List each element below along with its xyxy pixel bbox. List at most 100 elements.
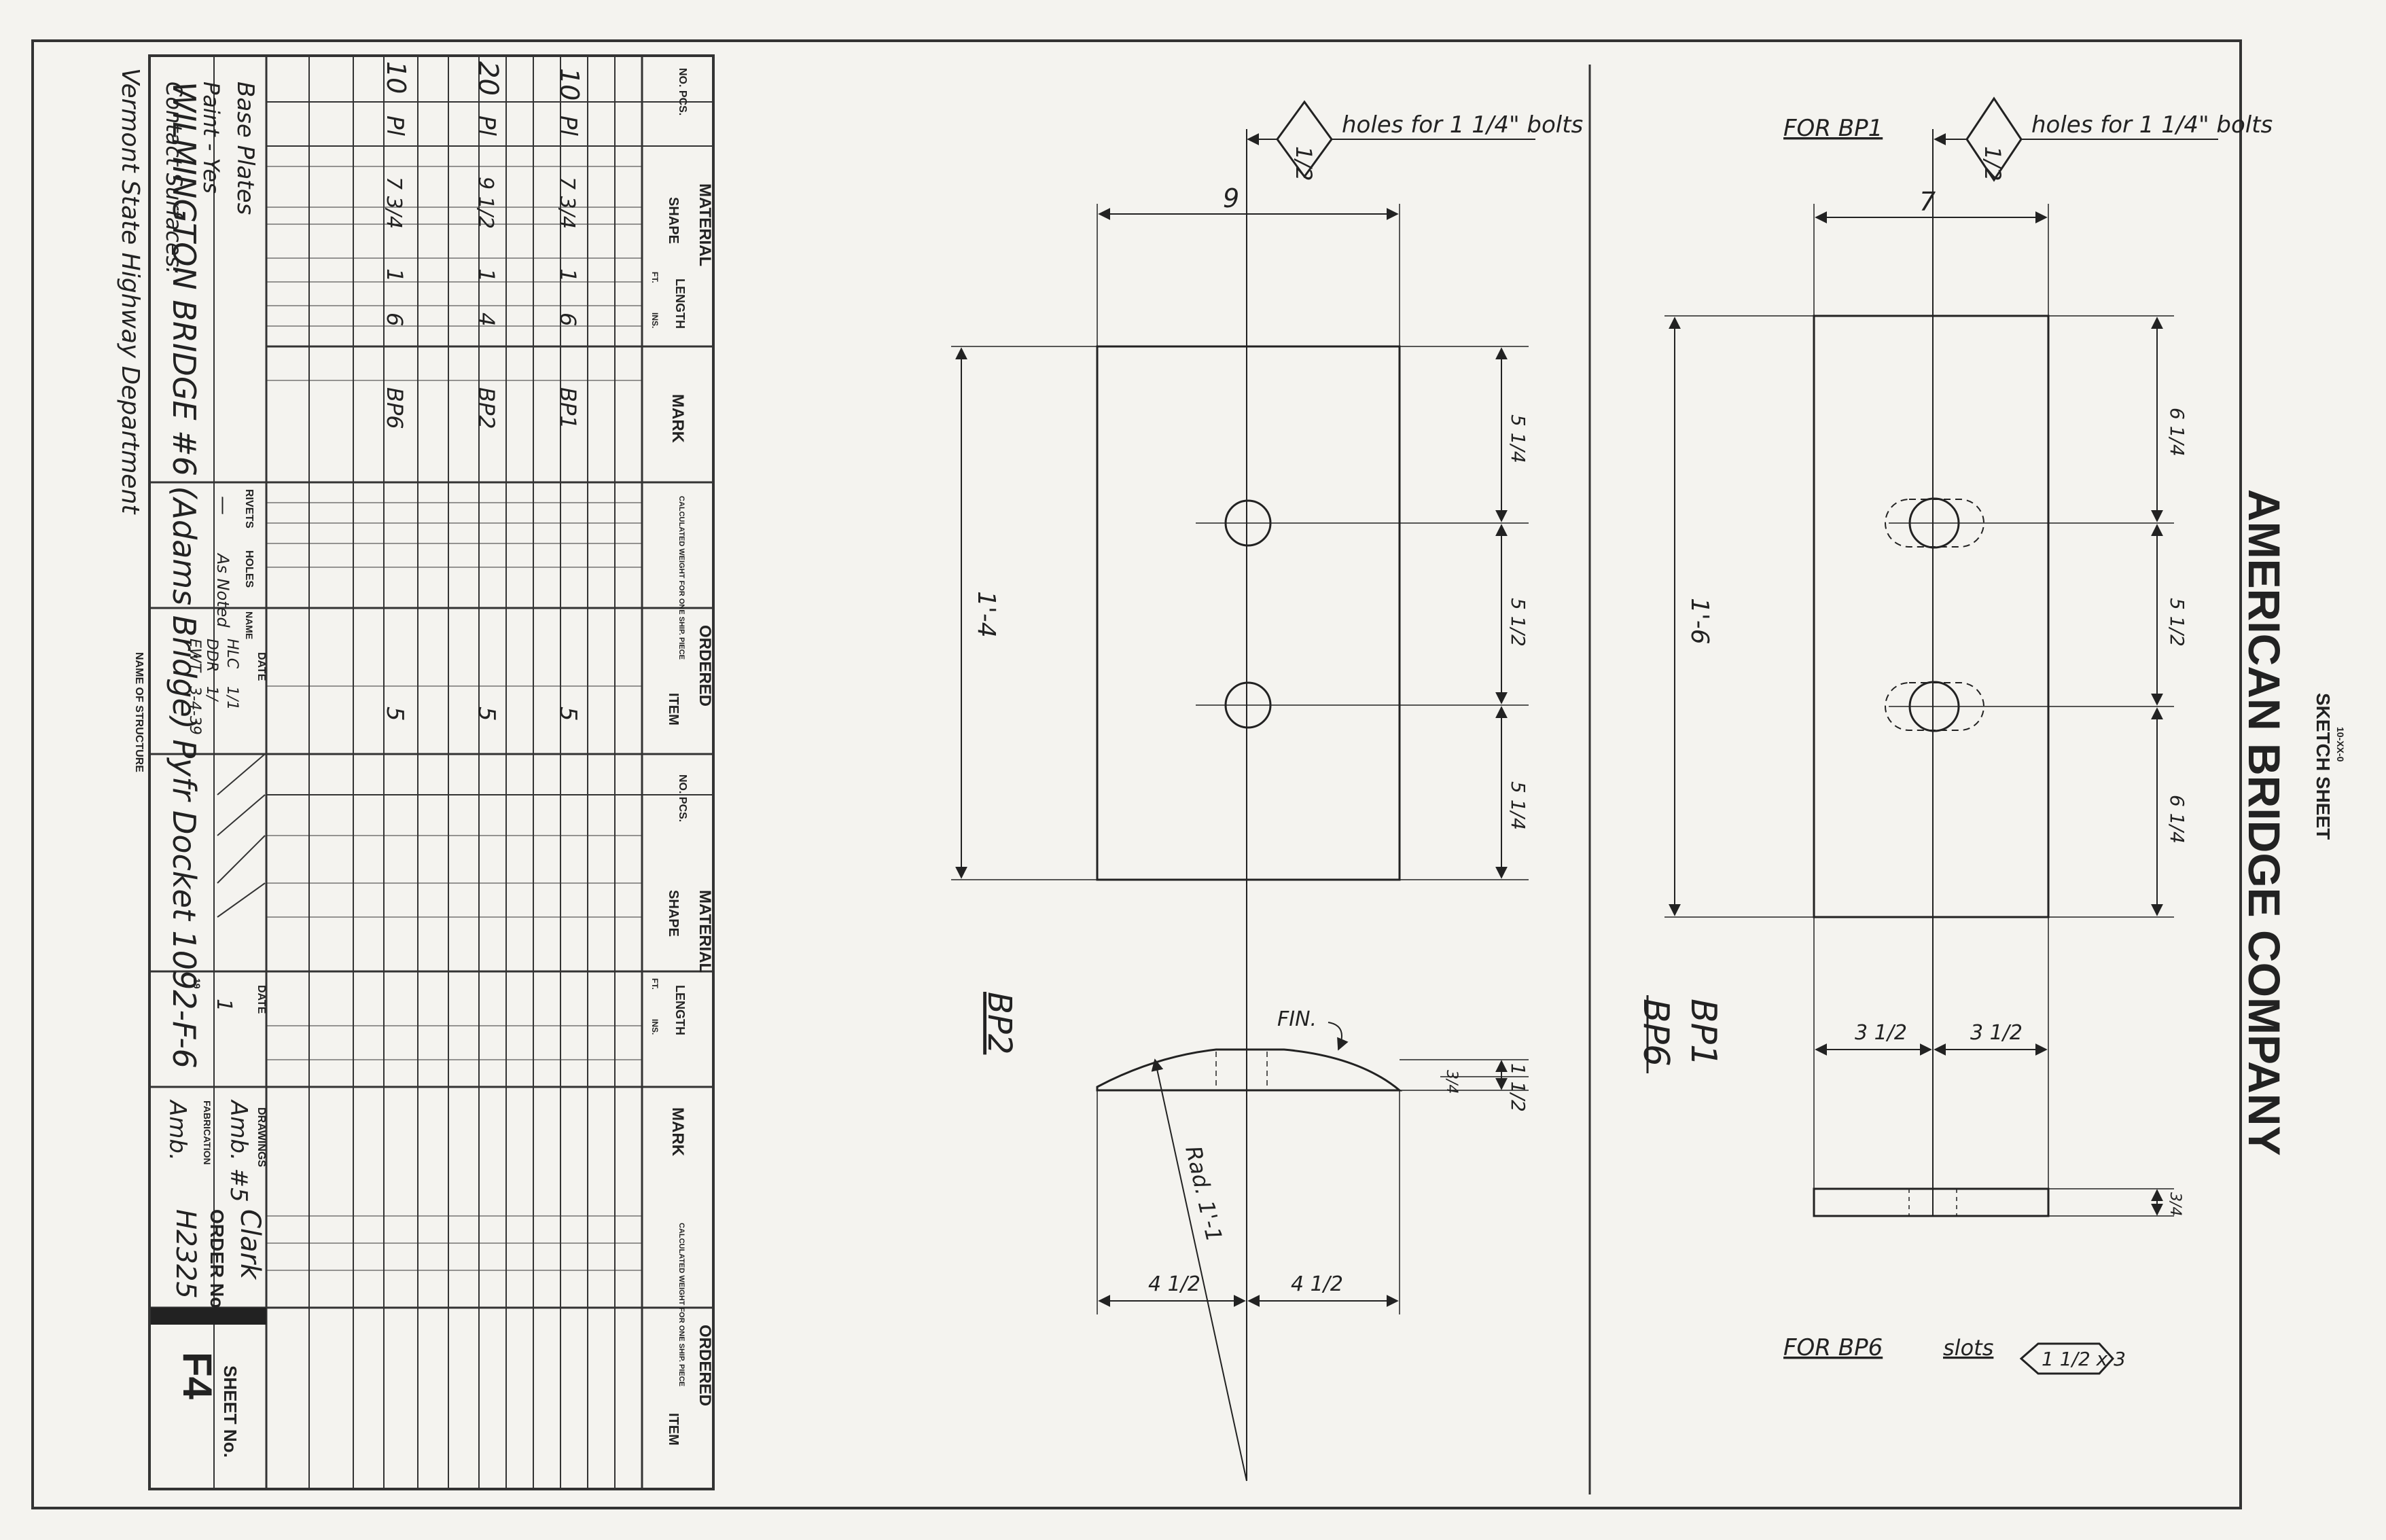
date-entry-1: 1/1 — [224, 686, 241, 710]
row1-item: 5 — [554, 706, 582, 721]
date-entry-3: 3-4-39 — [186, 686, 203, 735]
name-entry-2: DDR — [203, 639, 220, 672]
row2-shape: Pl — [473, 115, 500, 137]
bp2-plate-outline — [1096, 345, 1401, 881]
row1-ins: 6 — [555, 312, 581, 326]
bp2-spacing-2: 5 1/2 — [1507, 598, 1529, 647]
order-no: H2325 — [170, 1209, 201, 1299]
order-no-label: ORDER No. — [207, 1209, 228, 1314]
bp2-length-dim: 1'-4 — [972, 591, 1000, 638]
bp1-for-bp1: FOR BP1 — [1783, 115, 1883, 142]
bp6-slot-size: 1 1/2 x 3 — [2042, 1348, 2126, 1370]
holes-value: As Noted — [213, 552, 232, 628]
date-label: DATE — [255, 652, 267, 681]
row2-ins: 4 — [474, 312, 499, 326]
header-ft: FT. — [650, 272, 660, 283]
row1-pcs: 10 — [554, 68, 584, 101]
header-ordered-2: ORDERED — [696, 1325, 714, 1406]
bp1-drawing — [1664, 96, 2218, 1375]
name-entry-1: HLC — [224, 639, 241, 669]
name-date-marks — [217, 753, 266, 918]
bp2-spacing-1: 5 1/4 — [1507, 414, 1529, 463]
bp2-finish-note: FIN. — [1277, 1007, 1317, 1031]
bp1-spacing-3: 6 1/4 — [2166, 795, 2188, 844]
row3-ft: 1 — [382, 268, 408, 282]
bp2-holes-callout: 1/2 — [1291, 146, 1317, 181]
row3-item: 5 — [381, 706, 408, 721]
date-value: 1 — [212, 999, 236, 1011]
bp1-half-dim-1: 3 1/2 — [1855, 1021, 1907, 1045]
drawings-value: Amb. #5 — [225, 1099, 252, 1202]
bp2-drawing — [951, 100, 1535, 1482]
header-ft-2: FT. — [650, 978, 660, 990]
bp1-width-dim: 7 — [1919, 187, 1936, 217]
row1-mark: BP1 — [555, 387, 581, 429]
company-name: AMERICAN BRIDGE COMPANY — [2239, 489, 2290, 1156]
bp6-slot-2 — [1885, 682, 1984, 731]
header-calc-weight-2: CALCULATED WEIGHT FOR ONE SHIP. PIECE — [677, 1223, 685, 1386]
row1-width: 7 3/4 — [555, 177, 579, 229]
sheet-no-label: SHEET No. — [220, 1365, 241, 1458]
bp6-label: BP6 — [1635, 999, 1676, 1067]
row3-mark: BP6 — [382, 387, 408, 429]
bp1-spacing-2: 5 1/2 — [2166, 598, 2188, 647]
fabrication-label: FABRICATION — [202, 1100, 213, 1165]
department-name: Vermont State Highway Department — [116, 68, 144, 515]
note-base-plates: Base Plates — [232, 82, 259, 215]
bp1-length-dim: 1'-6 — [1686, 598, 1713, 645]
name-label: NAME — [244, 611, 255, 639]
header-item: ITEM — [666, 693, 681, 726]
contractor: Clark — [234, 1209, 266, 1281]
bp1-spacing-1: 6 1/4 — [2166, 408, 2188, 456]
rivets-label: RIVETS — [243, 489, 255, 529]
bp2-half-dim-1: 4 1/2 — [1148, 1272, 1200, 1296]
bp2-curved-section — [1096, 1048, 1403, 1092]
header-mark: MARK — [669, 394, 687, 444]
bp1-holes-callout: 1/2 — [1980, 146, 2006, 181]
bp2-label: BP2 — [980, 992, 1018, 1054]
row2-ft: 1 — [474, 268, 499, 282]
header-item-2: ITEM — [666, 1413, 681, 1446]
row1-ft: 1 — [555, 268, 581, 282]
bp1-drawing-text: FOR BP1 1/2 holes for 1 1/4" bolts 7 1'-… — [1635, 111, 2273, 1370]
holes-label: HOLES — [243, 550, 255, 588]
bp2-holes-note: holes for 1 1/4" bolts — [1342, 111, 1583, 139]
date-entry-2: 1/ — [203, 686, 220, 702]
bp2-half-dim-2: 4 1/2 — [1291, 1272, 1343, 1296]
header-material-2: MATERIAL — [696, 890, 714, 973]
bp1-holes-note: holes for 1 1/4" bolts — [2031, 111, 2273, 139]
row1-shape: Pl — [554, 115, 582, 137]
header-no-pcs-2: NO. PCS. — [677, 774, 688, 822]
bp1-edge-view — [1813, 1187, 2050, 1217]
bp1-thickness-dim: 3/4 — [2167, 1192, 2184, 1216]
date-prefix: 19 — [192, 978, 202, 989]
bp6-for-bp6: FOR BP6 — [1783, 1334, 1883, 1361]
bp2-edge-dim: 3/4 — [1443, 1070, 1460, 1094]
bp1-half-dim-2: 3 1/2 — [1970, 1021, 2023, 1045]
bp2-drawing-text: 1/2 holes for 1 1/4" bolts 9 1'-4 5 1/4 … — [972, 111, 1583, 1296]
header-ordered: ORDERED — [696, 625, 714, 706]
header-ins-2: INS. — [650, 1019, 660, 1035]
row3-shape: Pl — [381, 115, 408, 137]
bp2-width-dim: 9 — [1223, 183, 1239, 213]
header-shape-2: SHAPE — [666, 890, 681, 937]
rivets-value: — — [213, 496, 235, 515]
company-header: AMERICAN BRIDGE COMPANY SKETCH SHEET 10-… — [2239, 489, 2346, 1156]
form-number: 10-XX-0 — [2335, 727, 2346, 762]
title-block-text: WILMINGTON BRIDGE #6 (Adams Bridge) Pyfr… — [116, 61, 714, 1458]
bp6-slot-1 — [1885, 499, 1984, 548]
header-no-pcs: NO. PCS. — [677, 68, 688, 115]
drawings-label: DRAWINGS — [255, 1107, 267, 1167]
header-mark-2: MARK — [669, 1107, 687, 1157]
bp2-holes-diamond — [1276, 100, 1333, 179]
bp1-plate-outline — [1813, 315, 2050, 918]
bp2-spacing-3: 5 1/4 — [1507, 781, 1529, 830]
header-shape: SHAPE — [666, 197, 681, 244]
bp6-slots-label: slots — [1943, 1335, 1993, 1361]
header-length: LENGTH — [673, 279, 687, 329]
header-ins: INS. — [650, 312, 660, 328]
sheet-no-band — [151, 1308, 266, 1325]
fabrication-value: Amb. — [164, 1099, 191, 1161]
